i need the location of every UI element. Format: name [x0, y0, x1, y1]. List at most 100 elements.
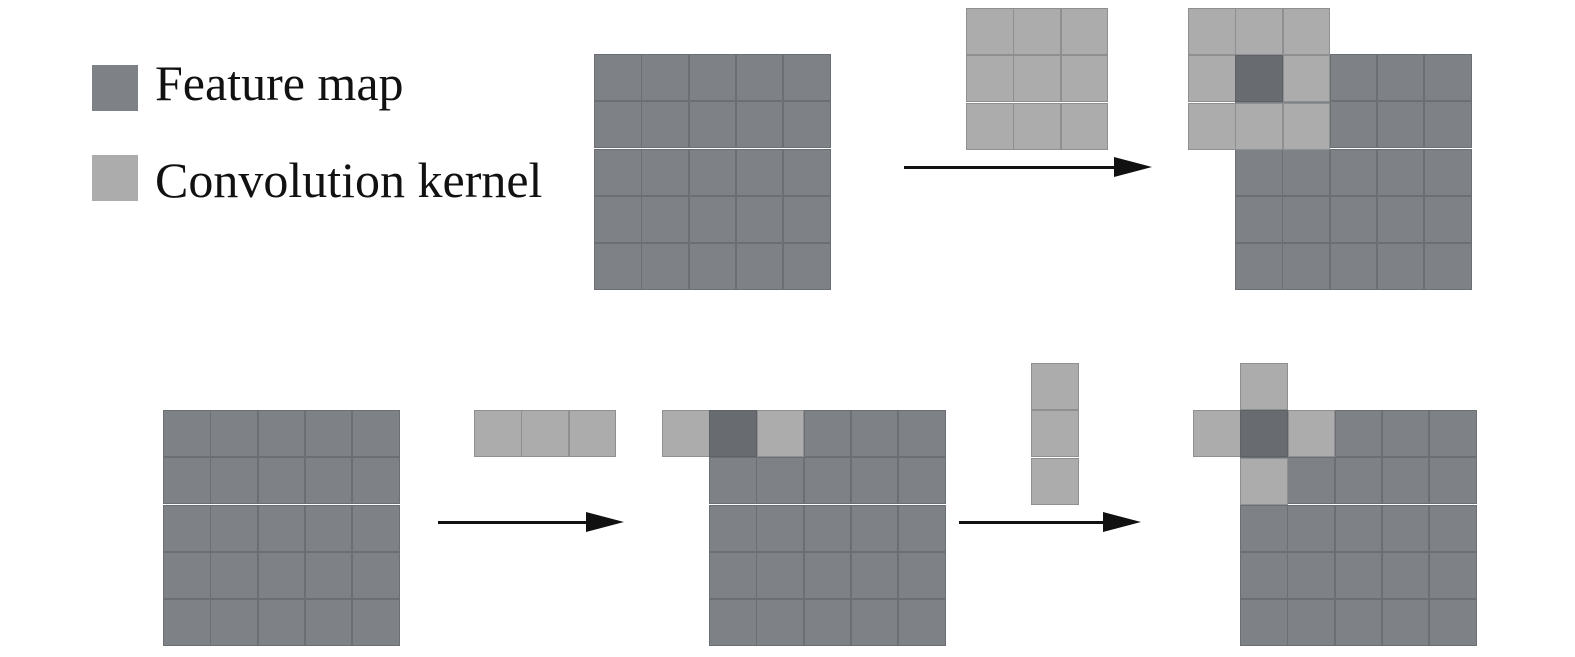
feature-map-cell [257, 551, 306, 599]
feature-map-cell [735, 148, 784, 196]
feature-map-cell [688, 243, 737, 291]
feature-map-cell [1376, 54, 1425, 101]
feature-map-cell [1329, 148, 1378, 196]
kernel-cell [1240, 457, 1288, 505]
feature-map-cell [1287, 599, 1335, 647]
kernel-cell [1235, 102, 1283, 150]
kernel-cell [1013, 55, 1061, 103]
kernel-cell [1188, 102, 1236, 150]
feature-map-cell [1424, 195, 1472, 243]
feature-map-cell [803, 551, 852, 599]
kernel-cell [1282, 102, 1331, 150]
feature-map-cell [1429, 551, 1477, 599]
feature-map-cell [1235, 195, 1283, 243]
feature-map-cell [1381, 504, 1430, 552]
kernel-center-cell [1240, 410, 1288, 458]
feature-map-cell [163, 457, 211, 505]
feature-map-cell [641, 243, 689, 291]
feature-map-cell [1376, 148, 1425, 196]
feature-map-cell [163, 551, 211, 599]
feature-map-cell [735, 195, 784, 243]
feature-map-cell [1424, 54, 1472, 101]
feature-map-cell [783, 101, 831, 149]
kernel-cell [1282, 55, 1331, 103]
feature-map-cell [257, 457, 306, 505]
feature-map-cell [735, 243, 784, 291]
feature-map-cell [803, 410, 852, 457]
kernel-cell [1013, 8, 1061, 55]
kernel-cell [1235, 8, 1283, 55]
feature-map-cell [1376, 243, 1425, 291]
feature-map-cell [1424, 243, 1472, 291]
feature-map-cell [898, 504, 946, 552]
feature-map-cell [1235, 243, 1283, 291]
convolution-kernel-swatch [92, 155, 138, 201]
arrow-bottom-2 [959, 512, 1141, 532]
feature-map-cell [1329, 54, 1378, 101]
feature-map-cell [163, 410, 211, 457]
kernel-cell [1031, 457, 1079, 505]
feature-map-cell [1240, 599, 1288, 647]
feature-map-cell [352, 551, 400, 599]
feature-map-cell [709, 551, 757, 599]
feature-map-cell [756, 599, 804, 647]
feature-map-cell [1429, 504, 1477, 552]
feature-map-cell [1282, 243, 1330, 291]
kernel-cell [568, 410, 617, 457]
feature-map-cell [850, 457, 899, 505]
feature-map-cell [850, 599, 899, 647]
feature-map-cell [1424, 101, 1472, 149]
feature-map-cell [756, 504, 804, 552]
feature-map-cell [1329, 243, 1378, 291]
feature-map-cell [257, 599, 306, 647]
feature-map-cell [1287, 504, 1335, 552]
feature-map-cell [210, 410, 258, 457]
feature-map-cell [352, 504, 400, 552]
feature-map-cell [1235, 148, 1283, 196]
feature-map-cell [688, 195, 737, 243]
feature-map-cell [1334, 410, 1383, 457]
feature-map-cell [1287, 551, 1335, 599]
feature-map-swatch [92, 65, 138, 111]
feature-map-cell [641, 101, 689, 149]
kernel-cell [521, 410, 569, 457]
kernel-cell [1060, 102, 1109, 150]
feature-map-cell [803, 504, 852, 552]
feature-map-cell [1240, 551, 1288, 599]
arrow-top [904, 157, 1152, 177]
feature-map-cell [594, 195, 642, 243]
feature-map-cell [1381, 551, 1430, 599]
feature-map-cell [304, 504, 353, 552]
feature-map-cell [1287, 457, 1335, 505]
feature-map-cell [1429, 599, 1477, 647]
feature-map-label: Feature map [155, 55, 404, 111]
feature-map-cell [850, 504, 899, 552]
feature-map-cell [756, 551, 804, 599]
feature-map-cell [1376, 195, 1425, 243]
feature-map-cell [210, 504, 258, 552]
feature-map-cell [352, 410, 400, 457]
feature-map-cell [641, 195, 689, 243]
kernel-cell [1013, 102, 1061, 150]
kernel-cell [1060, 55, 1109, 103]
feature-map-cell [210, 599, 258, 647]
feature-map-cell [850, 551, 899, 599]
kernel-cell [966, 8, 1014, 55]
feature-map-cell [304, 457, 353, 505]
arrow-bottom-1 [438, 512, 624, 532]
feature-map-cell [163, 504, 211, 552]
kernel-center-cell [709, 410, 757, 457]
feature-map-cell [688, 54, 737, 101]
feature-map-cell [1334, 457, 1383, 505]
feature-map-cell [1381, 457, 1430, 505]
convolution-kernel-label: Convolution kernel [155, 152, 543, 208]
feature-map-cell [735, 54, 784, 101]
feature-map-cell [898, 457, 946, 505]
feature-map-cell [709, 504, 757, 552]
feature-map-cell [803, 599, 852, 647]
feature-map-cell [735, 101, 784, 149]
feature-map-cell [1334, 599, 1383, 647]
feature-map-cell [1329, 101, 1378, 149]
feature-map-cell [1376, 101, 1425, 149]
kernel-cell [1193, 410, 1241, 458]
